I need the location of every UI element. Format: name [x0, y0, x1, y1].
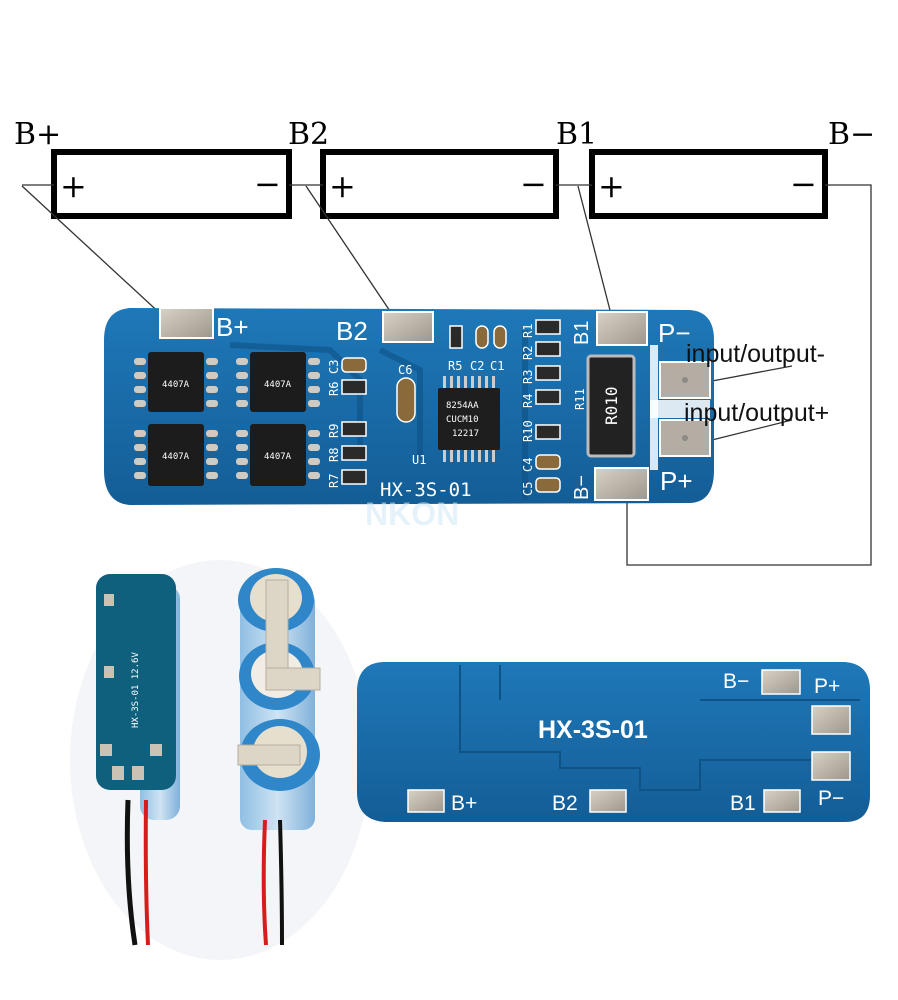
silk-u1: U1: [412, 453, 426, 467]
shunt-resistor: [586, 354, 636, 458]
terminal-b1-label: B1: [556, 117, 597, 152]
silk-b-plus: B+: [216, 312, 249, 342]
silk-r9: R9: [327, 424, 341, 438]
mosfet-marking: 4407A: [162, 380, 190, 390]
cells: [51, 149, 828, 219]
pcb-bottom-view: B− P+ B+ B2 B1 P− HX-3S-01: [357, 662, 870, 822]
cell-1-minus: −: [254, 165, 281, 203]
bottom-silk-b1: B1: [730, 792, 756, 815]
silk-r7: R7: [327, 474, 341, 488]
silk-c6: C6: [398, 363, 412, 377]
bottom-silk-b2: B2: [552, 792, 578, 815]
cell-3: [589, 149, 828, 219]
cell-2-minus: −: [520, 165, 547, 203]
pad-b1: [596, 311, 648, 346]
mosfet-marking: 4407A: [264, 380, 292, 390]
bottom-pad-io-2: [811, 751, 851, 781]
cell-1: [51, 149, 292, 219]
bottom-silk-b-minus: B−: [723, 670, 749, 693]
side-board: [96, 574, 176, 790]
battery-schematic: B+ B2 B1 B− + − + − + −: [14, 117, 875, 566]
pack-photo: HX-3S-01 12.6V: [70, 560, 370, 960]
chip-marking-1: 8254AA: [446, 401, 479, 411]
bottom-pad-b-minus: [761, 669, 801, 695]
silk-r11: R11: [573, 388, 587, 410]
bottom-pad-b-plus: [407, 789, 445, 813]
silk-r10: R10: [521, 420, 535, 442]
io-plus-annotation: input/output+: [684, 399, 829, 427]
board-model-label: HX-3S-01: [380, 479, 472, 501]
cell-2-plus: +: [329, 167, 356, 205]
silk-c3: C3: [327, 360, 341, 374]
bottom-pad-io-1: [811, 705, 851, 735]
cell-3-plus: +: [598, 167, 625, 205]
silk-c1: C1: [490, 359, 504, 373]
pad-b-plus: [159, 307, 214, 339]
bottom-board-model: HX-3S-01: [538, 716, 648, 744]
pcb-top-view: B+ B2 P− P+ B1 B− 4407A 4407A 4407A 4407…: [104, 307, 714, 532]
silk-r1: R1: [521, 324, 535, 338]
cell-1-plus: +: [60, 167, 87, 205]
silk-r3: R3: [521, 370, 535, 384]
silk-r8: R8: [327, 448, 341, 462]
mosfet-marking: 4407A: [264, 452, 292, 462]
wires: [21, 184, 872, 566]
bottom-pad-b1: [763, 789, 801, 813]
io-minus-annotation: input/output-: [686, 340, 825, 368]
silk-b1: B1: [571, 321, 593, 345]
silk-r2: R2: [521, 346, 535, 360]
silk-r4: R4: [521, 394, 535, 408]
terminal-b-minus-label: B−: [828, 117, 875, 152]
side-board-label: HX-3S-01 12.6V: [131, 652, 141, 728]
pads: [159, 307, 711, 501]
chip-marking-3: 12217: [452, 429, 479, 439]
silk-p-minus: P−: [658, 318, 691, 348]
silk-b2: B2: [336, 316, 368, 346]
cell-ends: [237, 568, 321, 791]
silk-c2: C2: [470, 359, 484, 373]
bottom-silk-p-minus: P−: [818, 787, 844, 810]
watermark: NKON: [365, 496, 459, 532]
silk-p-plus: P+: [660, 466, 693, 496]
bottom-pad-b2: [589, 789, 627, 813]
pad-b2: [382, 311, 434, 343]
terminal-b-plus-label: B+: [14, 117, 61, 152]
protection-ic: 8254AA CUCM10 12217: [438, 376, 500, 462]
mosfet-marking: 4407A: [162, 452, 190, 462]
cell-3-minus: −: [790, 165, 817, 203]
bottom-silk-b-plus: B+: [451, 792, 477, 815]
bottom-silk-p-plus: P+: [814, 675, 840, 698]
mosfets: 4407A 4407A 4407A 4407A: [134, 352, 320, 486]
chip-marking-2: CUCM10: [446, 415, 479, 425]
terminal-b2-label: B2: [288, 117, 329, 152]
silk-c4: C4: [521, 458, 535, 472]
silk-c5: C5: [521, 482, 535, 496]
cell-2: [320, 149, 559, 219]
silk-r6: R6: [327, 382, 341, 396]
silk-r5: R5: [448, 359, 462, 373]
pad-b-minus: [594, 467, 649, 501]
silk-b-minus: B−: [571, 475, 593, 500]
shunt-marking: R010: [602, 386, 621, 425]
